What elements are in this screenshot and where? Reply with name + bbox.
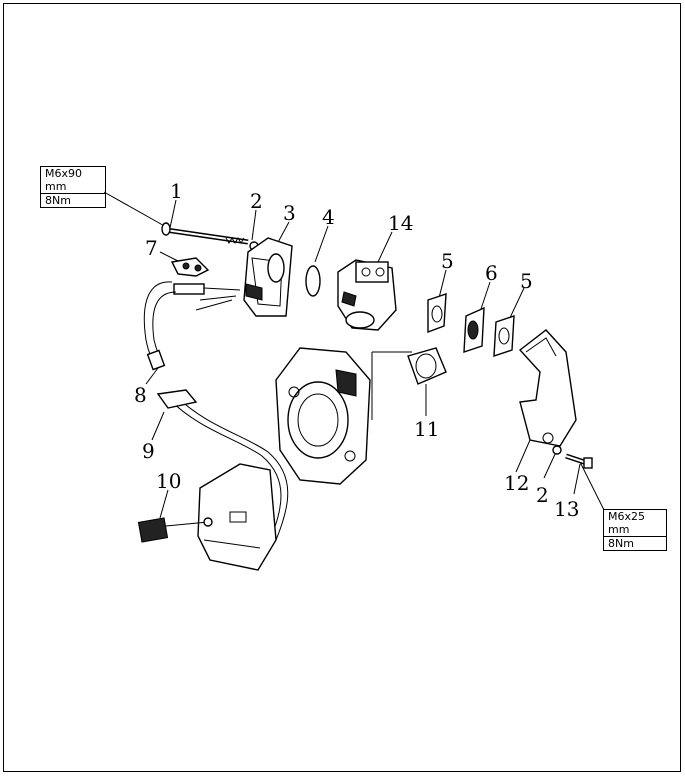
part-washer-bottom bbox=[552, 445, 562, 455]
part-primer bbox=[137, 517, 213, 543]
spec-size-bolt-13: M6x25 mm bbox=[608, 510, 645, 536]
part-o-ring bbox=[305, 265, 321, 297]
part-cover bbox=[197, 463, 277, 571]
callout-3: 3 bbox=[283, 201, 296, 225]
callout-12: 12 bbox=[504, 471, 529, 495]
callout-10: 10 bbox=[156, 469, 181, 493]
callout-2-top: 2 bbox=[250, 189, 263, 213]
part-spacer bbox=[463, 306, 485, 353]
callout-5-right: 5 bbox=[520, 269, 533, 293]
callout-4: 4 bbox=[322, 205, 335, 229]
part-carburetor bbox=[337, 259, 397, 331]
spec-box-bolt-13: M6x25 mm 8Nm bbox=[603, 509, 667, 551]
spec-box-bolt-1: M6x90 mm 8Nm bbox=[40, 166, 106, 208]
callout-8: 8 bbox=[134, 383, 147, 407]
callout-labels: 1 2 3 4 14 7 5 6 5 8 11 9 12 2 13 10 bbox=[134, 179, 579, 521]
part-long-bolt bbox=[161, 222, 249, 245]
callout-5-left: 5 bbox=[441, 249, 454, 273]
part-short-bolt bbox=[565, 453, 593, 469]
callout-6: 6 bbox=[485, 261, 498, 285]
part-intake-elbow bbox=[518, 329, 577, 447]
callout-14: 14 bbox=[388, 211, 413, 235]
callout-11: 11 bbox=[414, 417, 439, 441]
spec-torque-bolt-13: 8Nm bbox=[604, 536, 666, 550]
callout-7: 7 bbox=[145, 236, 158, 260]
part-clip bbox=[156, 389, 198, 409]
spec-size-bolt-1: M6x90 mm bbox=[45, 167, 82, 193]
callout-1: 1 bbox=[170, 179, 183, 203]
part-gasket-left bbox=[427, 293, 447, 334]
spec-torque-bolt-1: 8Nm bbox=[41, 193, 105, 207]
part-flange-gasket bbox=[407, 347, 447, 385]
callout-9: 9 bbox=[142, 439, 155, 463]
callout-2-bottom: 2 bbox=[536, 483, 549, 507]
part-gasket-right bbox=[493, 315, 515, 357]
drawing-frame bbox=[3, 3, 681, 772]
callout-13: 13 bbox=[554, 497, 579, 521]
part-hose bbox=[143, 281, 289, 541]
part-bracket bbox=[170, 257, 210, 277]
part-cylinder-block bbox=[275, 347, 371, 485]
part-intake-housing bbox=[243, 237, 293, 317]
